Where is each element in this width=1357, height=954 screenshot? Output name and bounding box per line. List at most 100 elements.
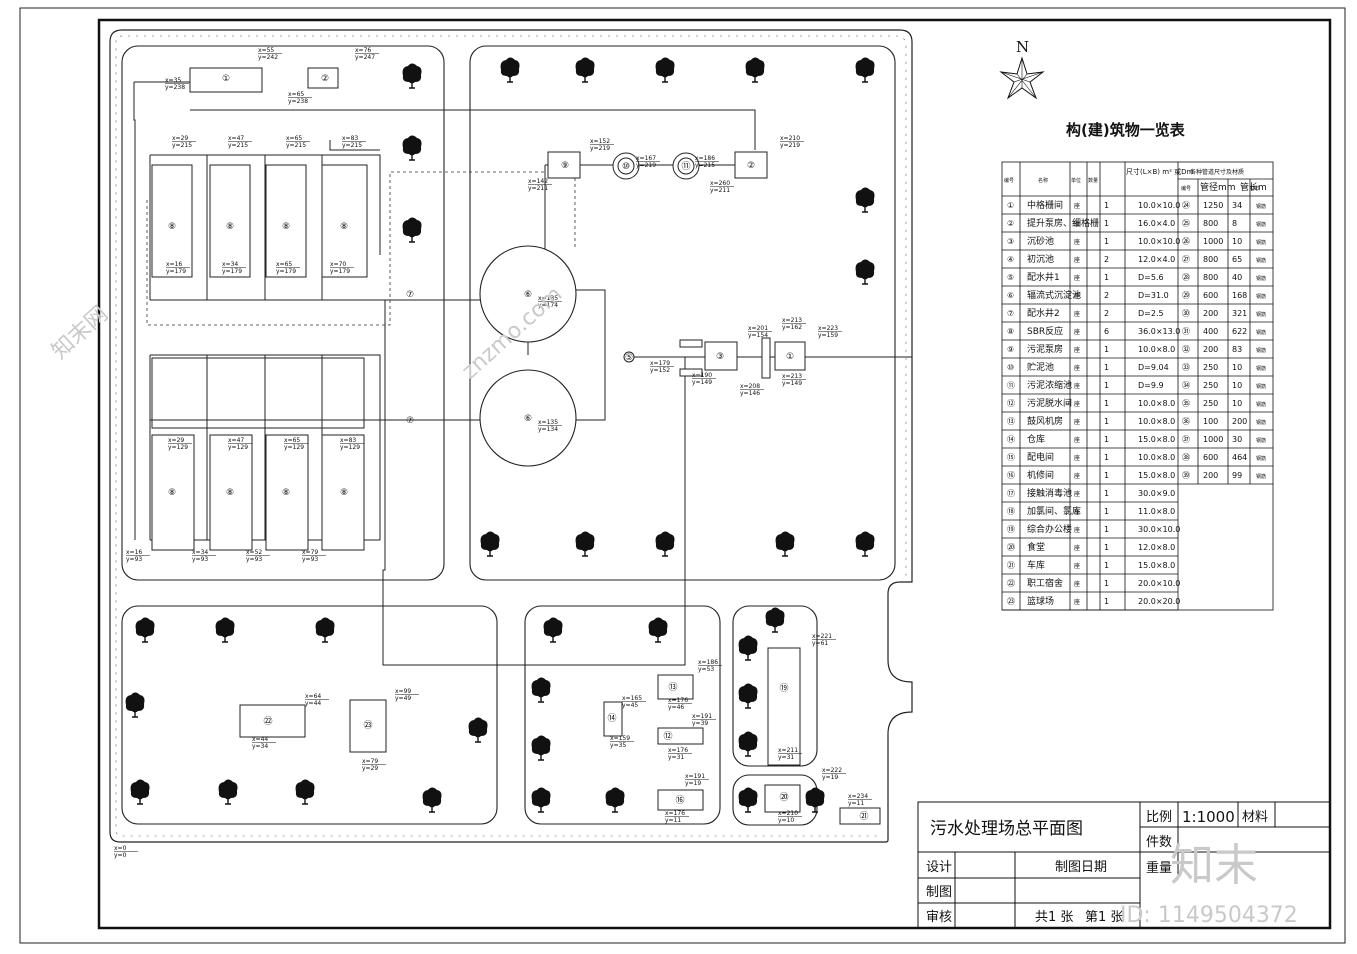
coord-x: x=65: [286, 135, 302, 142]
row-size: 10.0×10.0: [1138, 201, 1180, 210]
coord-x: x=83: [342, 135, 358, 142]
coord-x: x=135: [538, 419, 558, 426]
row-unit: 座: [1074, 364, 1080, 372]
unit-number: ⑭: [607, 713, 616, 724]
coord-x: x=64: [305, 693, 321, 700]
tree-icon: [468, 717, 488, 743]
coord-x: x=211: [778, 747, 798, 754]
header-name: 名称: [1038, 177, 1048, 184]
row-unit: 座: [1074, 454, 1080, 462]
scale-label: 比例: [1146, 810, 1172, 825]
pipe-length: 10: [1232, 381, 1242, 390]
weight-label: 重量: [1146, 860, 1172, 876]
header-unit: 单位: [1071, 177, 1081, 184]
pipe-length: 622: [1232, 327, 1247, 336]
tree-icon: [500, 57, 520, 83]
coord-y: y=11: [665, 817, 681, 824]
unit-number: ⑧: [226, 488, 234, 498]
row-unit: 座: [1074, 382, 1080, 390]
header-qty: 数量: [1088, 177, 1098, 184]
coord-y: y=93: [192, 556, 208, 563]
row-qty: 2: [1104, 291, 1109, 300]
row-size: 20.0×10.0: [1138, 579, 1180, 588]
pipe-no: ㉖: [1182, 237, 1190, 246]
row-name: 接触消毒池: [1027, 487, 1072, 499]
auxiliary-buildings: [239, 647, 881, 825]
tree-icon: [402, 135, 422, 161]
row-qty: 1: [1104, 219, 1109, 228]
unit-number: ⑦: [406, 290, 414, 300]
legend-title: 构(建)筑物一览表: [1066, 121, 1186, 139]
pipe-diameter: 800: [1203, 219, 1218, 228]
coord-y: y=219: [636, 162, 656, 169]
coord-x: x=29: [168, 437, 184, 444]
header-size: 尺寸(L×B) m² 或Dm: [1126, 167, 1193, 176]
coord-y: y=129: [168, 444, 188, 451]
row-no: ⑯: [1007, 471, 1015, 480]
pipe-no: ㉜: [1182, 345, 1190, 354]
pipe-length: 99: [1232, 471, 1242, 480]
pretreatment-units: [547, 151, 806, 379]
coord-x: x=167: [636, 155, 656, 162]
pipe-no: ㉛: [1182, 327, 1190, 336]
dashed-pipelines: [146, 171, 576, 326]
header-length: 管长m: [1240, 181, 1267, 193]
pipe-no: ㉟: [1182, 399, 1190, 408]
coord-y: y=49: [395, 695, 411, 702]
unit-number: ②: [747, 161, 755, 171]
pipe-material: 钢筋: [1256, 203, 1266, 210]
row-no: ⑭: [1007, 435, 1015, 444]
coord-y: y=179: [166, 268, 186, 275]
row-qty: 6: [1104, 327, 1109, 336]
pipe-no: ㉕: [1182, 219, 1190, 228]
unit-number: ⑥: [524, 414, 532, 424]
pipe-material: 钢筋: [1256, 293, 1266, 300]
row-name: 辐流式沉淀池: [1027, 289, 1081, 301]
pipe-diameter: 800: [1203, 255, 1218, 264]
pipe-material: 钢筋: [1256, 275, 1266, 282]
pipe-material: 钢筋: [1256, 419, 1266, 426]
pipe-length: 10: [1232, 399, 1242, 408]
coord-x: x=52: [246, 549, 262, 556]
zone-auxiliary: [524, 605, 721, 825]
unit-number: ⑯: [675, 795, 684, 806]
pipe-no: ㉗: [1182, 255, 1190, 264]
row-unit: 座: [1074, 202, 1080, 210]
tree-icon: [745, 57, 765, 83]
pipe-material: 钢筋: [1256, 257, 1266, 264]
coordinate-labels: x=55y=242x=76y=247x=35y=238x=65y=238x=29…: [114, 47, 872, 859]
unit-number: ⑬: [668, 682, 677, 693]
pipe-no: ㉔: [1182, 201, 1190, 210]
coord-x: x=191: [692, 713, 712, 720]
coord-x: x=65: [276, 261, 292, 268]
coord-y: y=129: [228, 444, 248, 451]
coord-x: x=176: [665, 810, 685, 817]
row-unit: 座: [1074, 544, 1080, 552]
pipe-material: 钢筋: [1256, 347, 1266, 354]
pipe-no: ㊴: [1182, 471, 1190, 480]
row-name: 提升泵房、细格栅: [1027, 217, 1099, 229]
coord-y: y=34: [252, 743, 268, 750]
north-label: N: [1016, 38, 1029, 56]
row-qty: 1: [1104, 525, 1109, 534]
row-size: D=9.9: [1138, 381, 1164, 390]
tree-icon: [648, 617, 668, 643]
unit-number: ⑨: [561, 161, 569, 171]
coord-x: x=186: [698, 659, 718, 666]
coord-x: x=159: [610, 735, 630, 742]
design-label: 设计: [926, 860, 952, 875]
row-no: ⑫: [1007, 399, 1015, 408]
coord-y: y=179: [222, 268, 242, 275]
material-label: 材料: [1242, 810, 1268, 825]
row-unit: 座: [1074, 418, 1080, 426]
pipe-no: ㉙: [1182, 291, 1190, 300]
row-qty: 1: [1104, 237, 1109, 246]
pipe-material: 钢筋: [1256, 473, 1266, 480]
tree-icon: [738, 731, 758, 757]
coord-x: x=208: [740, 383, 760, 390]
row-name: 篮球场: [1027, 595, 1054, 607]
unit-number: ⑧: [282, 488, 290, 498]
tree-icon: [575, 57, 595, 83]
